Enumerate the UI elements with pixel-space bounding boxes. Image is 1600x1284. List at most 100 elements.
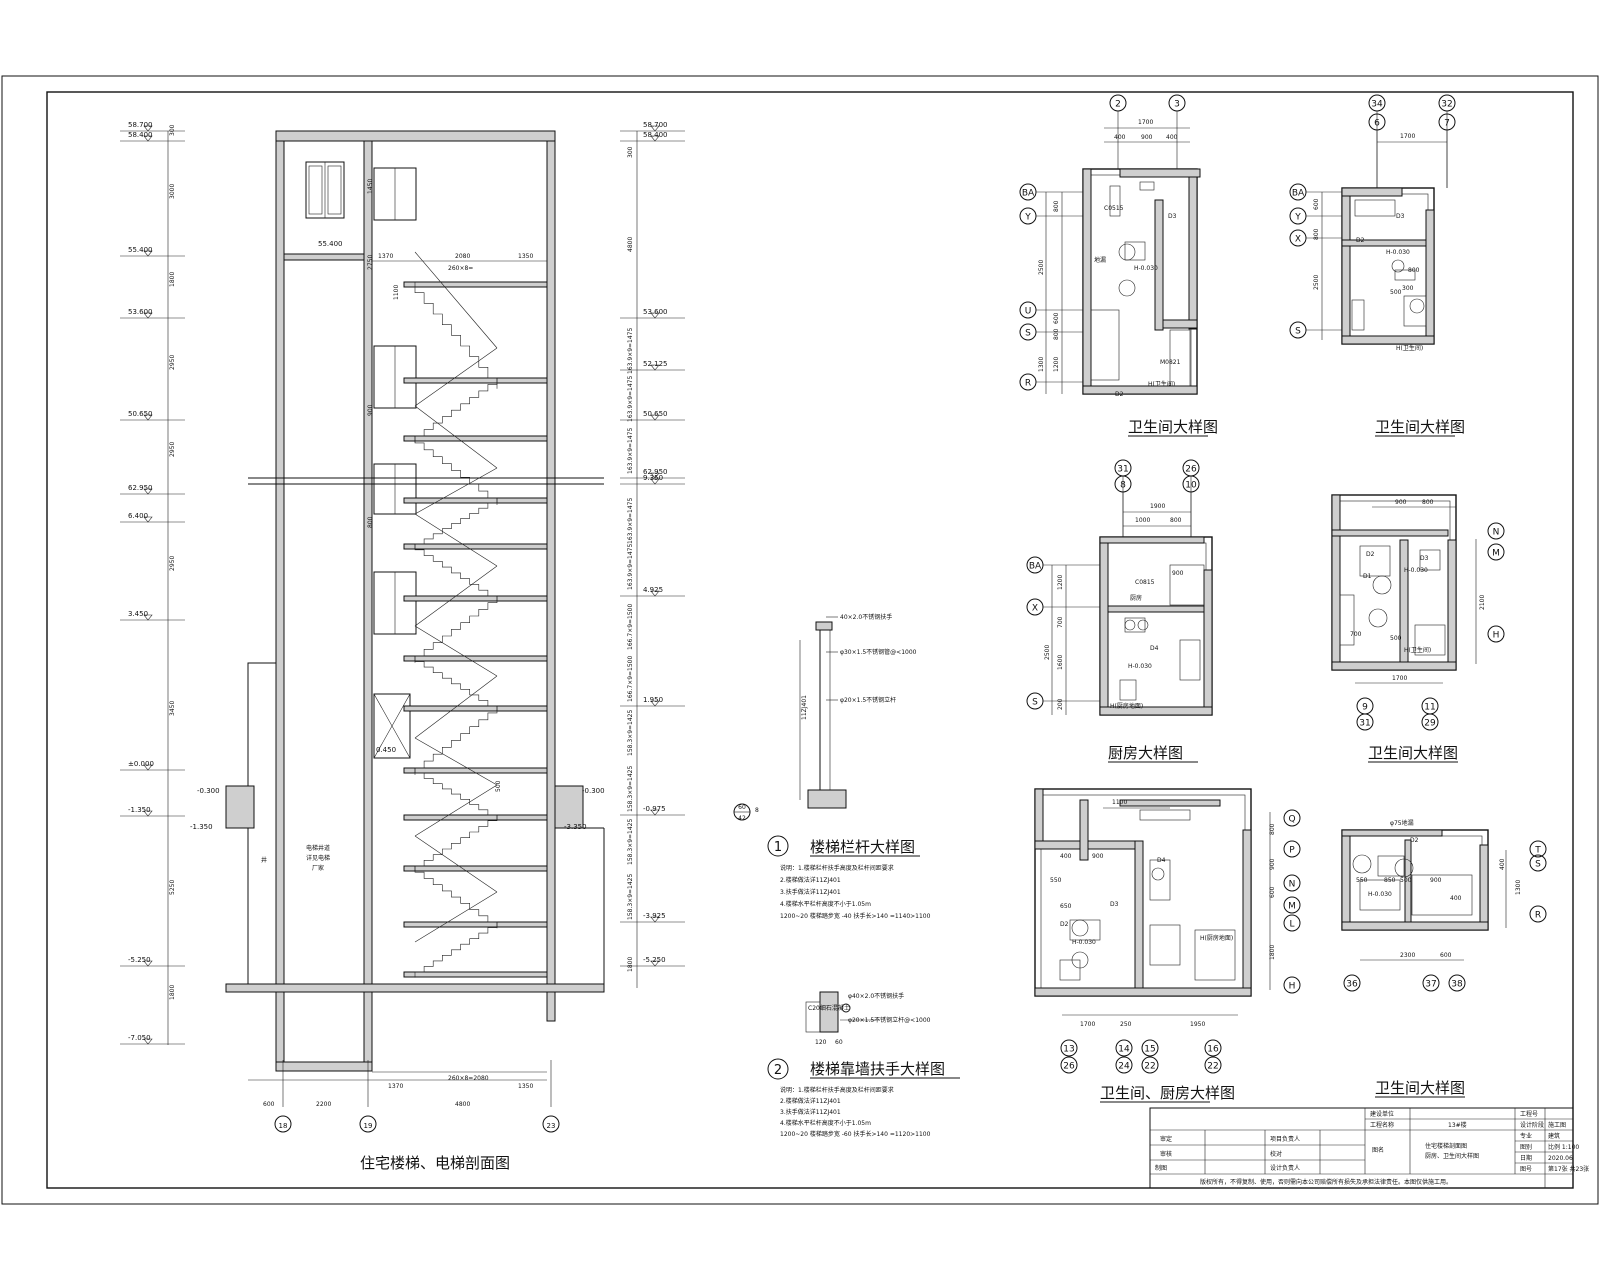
detail-1-title: 楼梯栏杆大样图 [810, 838, 915, 856]
svg-text:U: U [1025, 307, 1032, 317]
tb-drawing-name-2: 厨房、卫生间大样图 [1425, 1152, 1479, 1160]
right-dim: 163.9×9=1475 [627, 497, 634, 544]
section-roof-slab [275, 130, 556, 142]
right-dim: 1800 [627, 957, 634, 972]
right-elevation: 53.600 [643, 308, 668, 316]
plan-label: D3 [1396, 213, 1405, 220]
plan-p2: 346327BAYXS17006008002500D2D3H-0.030H(卫生… [1289, 94, 1465, 437]
svg-text:32: 32 [1441, 100, 1452, 110]
basement-slab-left [225, 785, 255, 829]
railing-details: 11ZJ401 40×2.0不锈钢扶手φ30×1.5不锈钢管@<1000φ20×… [733, 613, 960, 1138]
tb-project-name: 13#楼 [1448, 1121, 1467, 1129]
tb-drawing-name-1: 住宅楼梯剖面图 [1425, 1142, 1467, 1150]
left-dim: 1800 [169, 985, 176, 1000]
plan-dim: 200 [1057, 698, 1064, 710]
tb-footer-note: 版权所有，不得复制、使用，否则需向本公司赔偿所有损失及承担法律责任。本图仅供施工… [1200, 1178, 1452, 1186]
plan-label: H-0.030 [1404, 567, 1428, 574]
plan-dim: 1700 [1400, 133, 1415, 140]
stair-flight [414, 436, 498, 505]
plan-axis: 26 [1060, 1056, 1078, 1074]
right-dim: 163.9×9=1475 [627, 327, 634, 374]
plan-axis: 14 [1115, 1039, 1133, 1057]
plan-axis: R [1529, 905, 1547, 923]
plan-dim: 1900 [1150, 503, 1165, 510]
stair-handrail [414, 737, 498, 786]
svg-text:34: 34 [1371, 100, 1383, 110]
svg-text:H: H [1289, 982, 1296, 992]
plan-axis: 22 [1204, 1056, 1222, 1074]
stair-landings [403, 281, 548, 978]
right-elevation: 58.400 [643, 131, 668, 139]
right-dim: 163.9×9=1475 [627, 375, 634, 422]
plan-dim: 400 [1114, 134, 1126, 141]
svg-text:S: S [1025, 329, 1031, 339]
svg-text:BA: BA [1029, 562, 1042, 572]
plan-label: D4 [1150, 645, 1159, 652]
detail-2-note: 4.楼梯水平栏杆高度不小于1.05m [780, 1119, 871, 1127]
plan-dim: 400 [1499, 858, 1506, 870]
section-shaft-wall [363, 140, 373, 1072]
landing-slab [403, 814, 548, 821]
svg-text:22: 22 [1144, 1062, 1155, 1072]
svg-text:Q: Q [1288, 815, 1295, 825]
stair-flight [414, 768, 498, 821]
plan-title: 卫生间大样图 [1375, 418, 1465, 436]
right-dim: 166.7×9=1500 [627, 655, 634, 702]
svg-text:7: 7 [1444, 119, 1450, 129]
svg-text:60: 60 [835, 1039, 843, 1046]
elevator-label-1: 电梯井道 [306, 844, 330, 852]
plan-axis: X [1026, 598, 1044, 616]
svg-text:19: 19 [364, 1122, 373, 1130]
left-elevation: 50.650 [128, 410, 153, 418]
stair-flight [414, 922, 498, 978]
bottom-dim: 1370 [388, 1083, 403, 1090]
left-dim: 3450 [169, 701, 176, 716]
left-elevation: 58.400 [128, 131, 153, 139]
plan-dim: 900 [1395, 499, 1407, 506]
left-elevation: 58.700 [128, 121, 153, 129]
svg-text:H: H [1493, 631, 1500, 641]
right-elevation: -0.975 [643, 805, 666, 813]
stair-handrail [414, 405, 498, 469]
detail-2-note: 说明：1.楼梯栏杆扶手高度及栏杆间距要求 [780, 1086, 894, 1094]
plan-dim: 900 [1269, 858, 1276, 870]
svg-text:项目负责人: 项目负责人 [1270, 1135, 1300, 1143]
plan-label: 550 [1356, 877, 1368, 884]
plan-dim: 600 [1269, 886, 1276, 898]
plan-dim: 400 [1166, 134, 1178, 141]
stair-handrail [414, 625, 498, 677]
plan-dim: 1700 [1392, 675, 1407, 682]
plan-dim: 800 [1053, 200, 1060, 212]
stair-handrail [414, 835, 498, 893]
plan-label: 900 [1092, 853, 1104, 860]
stair-dim: 1350 [518, 253, 533, 260]
plan-axis: 37 [1422, 974, 1440, 992]
tb-design-unit: 建设单位 [1370, 1110, 1394, 1118]
plan-label: 500 [1390, 289, 1402, 296]
plan-axis: 2 [1109, 94, 1127, 112]
stair-flight [414, 498, 498, 550]
plan-label: 地漏 [1094, 256, 1106, 264]
interior-label: 500 [495, 780, 502, 792]
section-axis-23: 23 [542, 1115, 560, 1133]
plan-axis: Y [1289, 207, 1307, 225]
right-elevation: 1.950 [643, 696, 663, 704]
plan-axis: H [1487, 625, 1505, 643]
tb-meta-label: 图别 [1520, 1143, 1532, 1151]
stair-elevator-section: 电梯井道 详见电梯 厂家 井 55.400 0.450 2750 1100 14… [120, 121, 685, 1172]
detail-2-title: 楼梯靠墙扶手大样图 [810, 1060, 945, 1078]
svg-text:BA: BA [1292, 189, 1305, 199]
plan-axis: 38 [1448, 974, 1466, 992]
detail-2-note: 1200~20 楼梯踏步宽 -60 扶手长>140 =1120>1100 [780, 1130, 931, 1138]
right-elevation: 58.700 [643, 121, 668, 129]
elevator-label-2: 详见电梯 [306, 854, 330, 862]
plan-label: φ75地漏 [1390, 819, 1414, 827]
right-dim: 158.3×9=1425 [627, 873, 634, 920]
tb-meta-label: 工程号 [1520, 1110, 1538, 1118]
right-dim: 158.3×9=1425 [627, 709, 634, 756]
detail-1-note: 4.楼梯水平栏杆高度不小于1.05m [780, 900, 871, 908]
plan-label: D2 [1356, 237, 1365, 244]
